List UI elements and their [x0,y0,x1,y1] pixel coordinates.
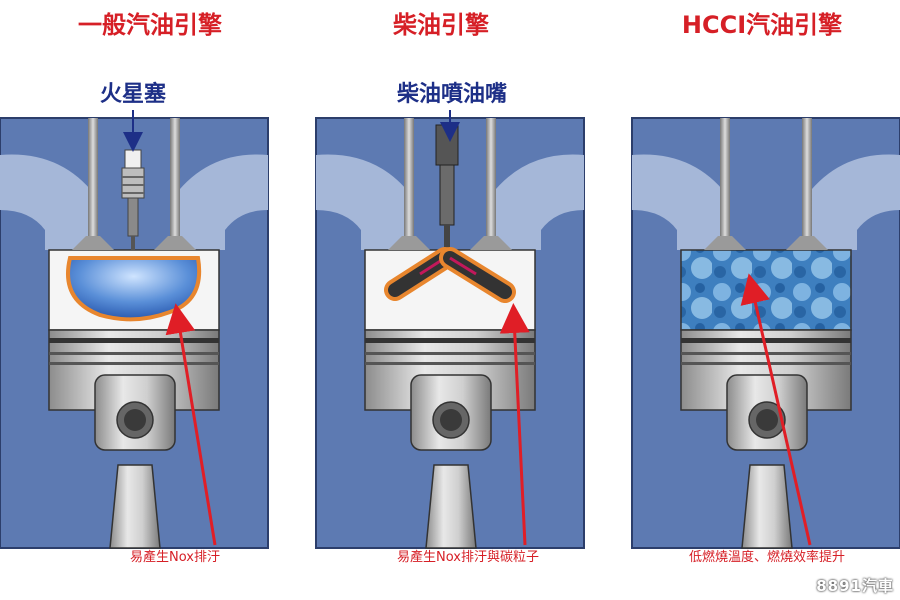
fuel-spray-right [439,247,516,303]
watermark-logo: 8891汽車 [816,577,894,595]
panel-3-title: HCCI汽油引擎 [681,11,843,39]
spark-plug-label: 火星塞 [99,82,166,107]
note-3-arrow [740,273,812,546]
panel-3-note: 低燃燒溫度、燃燒效率提升 [687,549,848,567]
panel-2-note: 易產生Nox排汙與碳粒子 [395,549,541,567]
note-1-arrow [165,303,217,546]
panel-1-note: 易產生Nox排汙 [128,549,222,567]
panel-2-title: 柴油引擎 [393,11,489,39]
panel-3-engine [631,117,900,549]
panel-1-title: 一般汽油引擎 [78,11,222,39]
spark-plug-icon [121,149,145,250]
hcci-combustion-chamber [680,249,852,331]
note-2-arrow [499,303,530,546]
injector-label: 柴油噴油嘴 [396,82,507,107]
